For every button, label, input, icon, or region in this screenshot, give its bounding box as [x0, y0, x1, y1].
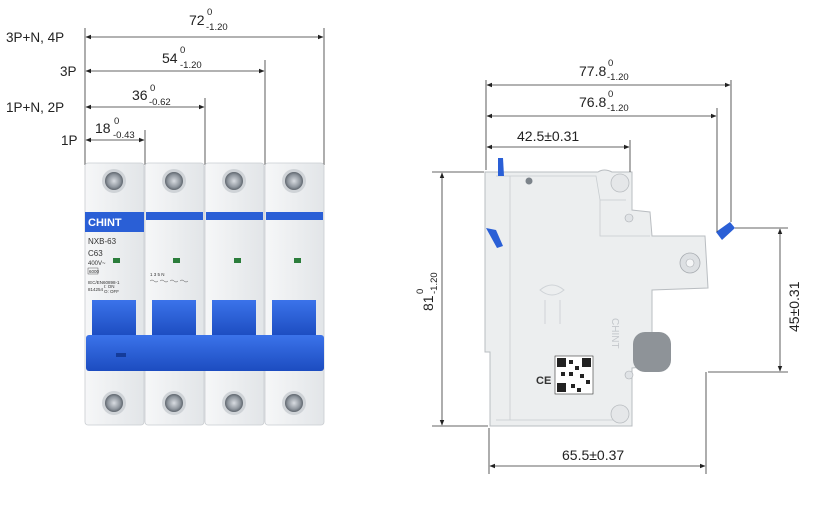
brand-logo: CHINT	[88, 217, 122, 229]
dim-upper-3p: 0	[180, 45, 185, 56]
label-strip-4	[266, 212, 323, 220]
dim-upper-overall: 0	[608, 58, 613, 69]
dim-upper-height: 0	[415, 289, 426, 294]
qr-code-icon	[554, 355, 594, 395]
handle-4[interactable]	[272, 300, 316, 336]
side-latch-top	[610, 173, 630, 193]
off-label: O: OFF	[104, 289, 119, 294]
breaker-side-view: CE CHINT	[484, 158, 735, 427]
width-dimension-group	[84, 28, 325, 165]
serial-label: 814254	[88, 287, 104, 292]
dim-value-front: 42.5±0.31	[517, 128, 579, 144]
screw-icon	[285, 172, 303, 190]
rating-label: C63	[88, 249, 103, 258]
dim-value-rail: 45±0.31	[786, 281, 802, 332]
dim-upper-body: 0	[608, 89, 613, 100]
module-2	[144, 162, 205, 426]
handle-slot	[116, 353, 126, 357]
brand-strip	[85, 212, 144, 232]
row-label-3p: 3P	[60, 64, 77, 79]
dim-value-1p: 18	[95, 120, 111, 136]
dim-lower-4p: -1.20	[206, 22, 228, 33]
side-contours	[496, 175, 650, 421]
handle-3[interactable]	[212, 300, 256, 336]
dim-upper-1p: 0	[114, 116, 119, 127]
dim-lower-height: -1.20	[429, 272, 440, 294]
dim-upper-4p: 0	[207, 7, 212, 18]
bottom-terminals	[102, 391, 306, 415]
label-strip-3	[206, 212, 263, 220]
clip-rail-icon	[716, 222, 735, 240]
ce-mark: CE	[536, 375, 551, 387]
clip-top-icon	[498, 158, 504, 176]
handles[interactable]	[86, 300, 324, 371]
screw-icon	[225, 172, 243, 190]
side-dimension-group	[432, 80, 788, 474]
side-latch-bottom	[610, 404, 630, 424]
screw-icon	[225, 394, 243, 412]
dim-value-body: 76.8	[579, 94, 606, 110]
row-label-2p: 1P+N, 2P	[6, 100, 64, 115]
breaker-front-view: CHINT NXB-63 C63 400V~ 6000 IEC/EN60898-…	[84, 162, 325, 426]
code-box	[87, 267, 99, 275]
screw-icon	[165, 172, 183, 190]
top-terminals	[102, 169, 306, 193]
dim-value-4p: 72	[189, 12, 205, 28]
label-strip-2	[146, 212, 203, 220]
indicator-window-4	[294, 258, 301, 263]
clip-side-icon	[486, 228, 503, 248]
module-1	[84, 162, 145, 426]
screw-icon	[285, 394, 303, 412]
code-label: 6000	[89, 269, 100, 274]
indicator-window-3	[234, 258, 241, 263]
side-body	[484, 169, 709, 427]
handle-2[interactable]	[152, 300, 196, 336]
indicator-window-2	[173, 258, 180, 263]
indicator-window-1	[113, 258, 120, 263]
dim-lower-1p: -0.43	[113, 130, 135, 141]
side-window	[633, 332, 671, 372]
handle-1[interactable]	[92, 300, 136, 336]
dim-value-3p: 54	[162, 50, 178, 66]
dim-lower-overall: -1.20	[607, 72, 629, 83]
on-label: I: ON	[104, 284, 115, 289]
dim-lower-body: -1.20	[607, 103, 629, 114]
screw-icon	[105, 172, 123, 190]
dim-value-height: 81	[420, 295, 436, 311]
module-3	[204, 162, 265, 426]
dim-value-depth: 65.5±0.37	[562, 447, 624, 463]
standard-label: IEC/EN60898-1	[88, 280, 120, 285]
embossed-symbol-icon	[539, 284, 565, 324]
dim-value-2p: 36	[132, 87, 148, 103]
row-label-4p: 3P+N, 4P	[6, 30, 64, 45]
module-4	[264, 162, 325, 426]
terminal-numbers: 1 3 5 N	[150, 272, 165, 277]
model-label: NXB-63	[88, 237, 117, 246]
dim-lower-2p: -0.62	[149, 97, 171, 108]
dim-value-overall: 77.8	[579, 63, 606, 79]
side-brand: CHINT	[609, 318, 620, 349]
screw-icon	[165, 394, 183, 412]
dim-lower-3p: -1.20	[180, 60, 202, 71]
hole-icon	[525, 177, 533, 185]
screw-icon	[105, 394, 123, 412]
row-label-1p: 1P	[61, 133, 78, 148]
wiring-symbol-icon	[149, 279, 189, 283]
handle-bar[interactable]	[86, 335, 324, 371]
voltage-label: 400V~	[88, 261, 106, 267]
dim-upper-2p: 0	[150, 83, 155, 94]
